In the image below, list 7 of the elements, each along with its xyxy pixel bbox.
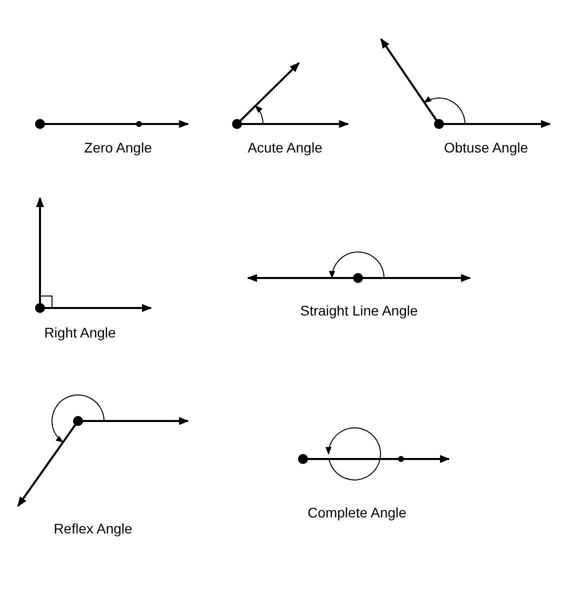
angle-label: Complete Angle xyxy=(308,504,406,522)
angle-label: Straight Line Angle xyxy=(300,302,418,320)
angle-label: Right Angle xyxy=(44,324,116,342)
angle-label: Reflex Angle xyxy=(54,520,132,538)
angle-label: Acute Angle xyxy=(248,138,322,158)
angle-label: Zero Angle xyxy=(84,138,152,158)
angle-label: Obtuse Angle xyxy=(444,138,528,158)
